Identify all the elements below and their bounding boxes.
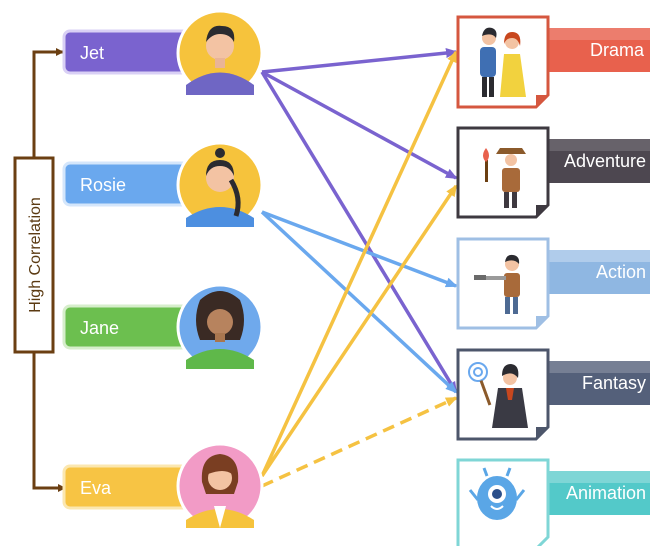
user-label: Eva (80, 478, 112, 498)
genre-node-animation: Animation (456, 458, 650, 546)
user-node-jet: Jet (62, 9, 264, 97)
user-node-jane: Jane (62, 283, 264, 371)
genre-label: Drama (590, 40, 645, 60)
genre-tag-fantasy (548, 361, 650, 405)
gunman-icon (474, 254, 520, 314)
one-eyed-monster-icon (468, 467, 526, 520)
couple-icon (480, 27, 526, 97)
genre-label: Fantasy (582, 373, 646, 393)
genre-node-fantasy: Fantasy (456, 348, 650, 441)
link-eva-adventure (260, 184, 458, 477)
genre-tag-drama (548, 28, 650, 72)
wizard-icon (468, 362, 528, 428)
link-eva-fantasy (261, 396, 458, 488)
link-jet-adventure (261, 70, 458, 180)
links-layer (260, 48, 458, 488)
man-avatar-icon (176, 9, 264, 97)
woman-curly-hair-avatar-icon (176, 283, 264, 371)
link-jet-fantasy (260, 71, 458, 394)
genre-tag-adventure (548, 139, 650, 183)
link-rosie-fantasy (260, 210, 458, 394)
genre-label: Adventure (564, 151, 646, 171)
high-correlation-bracket: High Correlation (13, 48, 70, 492)
high-correlation-label: High Correlation (27, 197, 44, 313)
genre-card-action (456, 237, 550, 330)
user-node-rosie: Rosie (62, 141, 264, 229)
genre-node-action: Action (456, 237, 650, 330)
woman-ponytail-avatar-icon (176, 141, 264, 229)
link-eva-drama (260, 50, 458, 477)
genre-label: Action (596, 262, 646, 282)
genre-node-adventure: Adventure (456, 126, 650, 219)
link-rosie-action (261, 210, 458, 288)
woman-bob-hair-avatar-icon (176, 442, 264, 530)
user-node-eva: Eva (62, 442, 264, 530)
link-jet-drama (261, 48, 458, 74)
user-label: Jet (80, 43, 104, 63)
genre-label: Animation (566, 483, 646, 503)
explorer-torch-icon (483, 148, 526, 208)
genre-tag-action (548, 250, 650, 294)
genre-node-drama: Drama (456, 15, 650, 109)
user-label: Rosie (80, 175, 126, 195)
genre-tag-animation (548, 471, 650, 515)
user-label: Jane (80, 318, 119, 338)
